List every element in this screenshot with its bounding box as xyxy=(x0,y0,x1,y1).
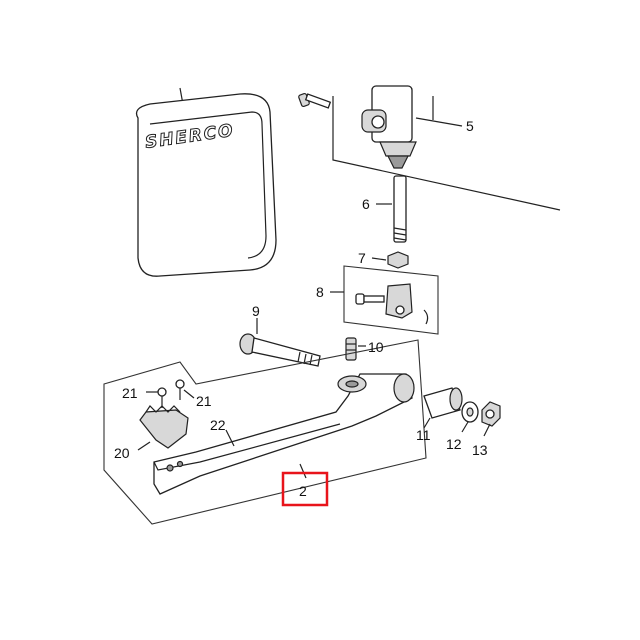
side-cover-panel xyxy=(135,87,277,277)
part-2-leader xyxy=(299,463,307,479)
callout-22: 22 xyxy=(210,417,226,433)
callout-8: 8 xyxy=(316,284,324,300)
highlight-box-part-2 xyxy=(281,471,329,507)
callout-11: 11 xyxy=(416,427,431,443)
part-22-pedal-lever xyxy=(153,373,415,495)
part-20-pedal-tip xyxy=(137,405,189,451)
part-21-screws xyxy=(146,379,195,408)
part-6-shaft xyxy=(376,175,407,243)
callout-10: 10 xyxy=(368,339,384,355)
pedal-assembly-frame xyxy=(103,339,427,525)
frame-outline xyxy=(332,96,561,211)
callout-20: 20 xyxy=(114,445,130,461)
part-5-bracket xyxy=(361,85,463,169)
callout-13: 13 xyxy=(472,442,488,458)
part-7-nut xyxy=(371,251,409,269)
callout-12: 12 xyxy=(446,436,462,452)
part-12-washer xyxy=(461,401,479,433)
callout-2: 2 xyxy=(299,483,307,499)
callout-9: 9 xyxy=(252,303,260,319)
callout-5: 5 xyxy=(466,118,474,134)
part-8-clevis-box xyxy=(330,265,439,335)
part-9-long-bolt xyxy=(239,318,321,367)
part-10-stud xyxy=(345,337,366,361)
callout-6: 6 xyxy=(362,196,370,212)
callout-21-left: 21 xyxy=(122,385,138,401)
part-11-bushing xyxy=(423,387,463,429)
callout-21-right: 21 xyxy=(196,393,212,409)
part-13-locknut xyxy=(481,401,501,437)
callout-7: 7 xyxy=(358,250,366,266)
bolt-upper xyxy=(298,92,332,109)
